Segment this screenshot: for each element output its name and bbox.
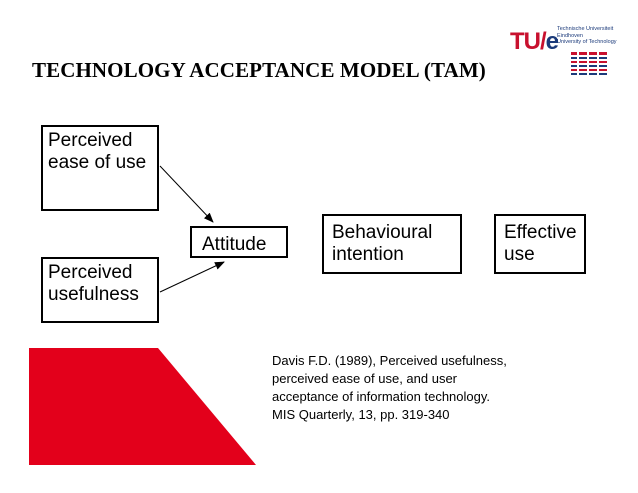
perceived-ease-of-use-box: Perceived ease of use [41, 125, 159, 211]
reference-line-1: Davis F.D. (1989), Perceived usefulness, [272, 353, 507, 368]
arrow-usefulness-to-attitude [159, 261, 225, 293]
effective-use-line1: Effective [504, 222, 577, 243]
tue-logo-text: Technische Universiteit Eindhoven Univer… [557, 26, 617, 46]
perceived-ease-of-use-line2: ease of use [48, 152, 147, 173]
red-trapezoid-decoration [29, 348, 256, 465]
perceived-usefulness-line2: usefulness [48, 284, 139, 305]
reference-citation: Davis F.D. (1989), Perceived usefulness,… [272, 352, 572, 424]
effective-use-box: Effective use [494, 214, 586, 274]
effective-use-line2: use [504, 244, 535, 265]
behavioural-intention-line2: intention [332, 244, 404, 265]
logo-line-1: Technische Universiteit [557, 26, 614, 32]
reference-line-4: MIS Quarterly, 13, pp. 319-340 [272, 407, 450, 422]
perceived-usefulness-line1: Perceived [48, 262, 133, 283]
tue-logo-mark: TU/e [510, 28, 559, 56]
perceived-usefulness-box: Perceived usefulness [41, 257, 159, 323]
logo-line-2: Eindhoven [557, 32, 583, 39]
reference-line-2: perceived ease of use, and user [272, 371, 458, 386]
behavioural-intention-line1: Behavioural [332, 222, 433, 243]
building-icon [571, 52, 607, 78]
reference-line-3: acceptance of information technology. [272, 389, 491, 404]
arrow-ease-to-attitude [159, 165, 214, 223]
logo-tu: TU [510, 28, 541, 55]
logo-line-3: University of Technology [557, 39, 617, 45]
attitude-box: Attitude [190, 226, 288, 258]
logo-e: e [545, 28, 559, 55]
attitude-label: Attitude [202, 234, 267, 255]
perceived-ease-of-use-line1: Perceived [48, 130, 133, 151]
logo-slash: / [540, 28, 547, 55]
behavioural-intention-box: Behavioural intention [322, 214, 462, 274]
slide-title: TECHNOLOGY ACCEPTANCE MODEL (TAM) [32, 58, 486, 82]
